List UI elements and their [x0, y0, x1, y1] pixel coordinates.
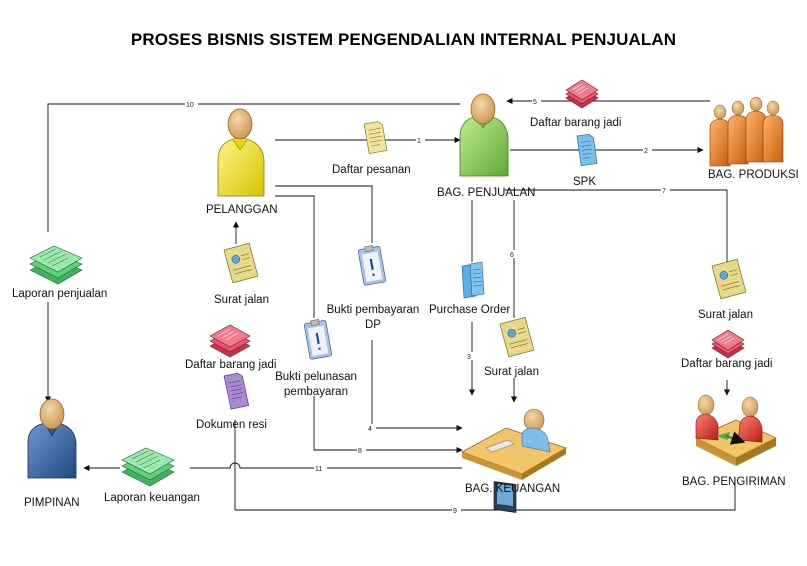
produksi-group-icon	[709, 96, 784, 167]
daftar-pesanan-doc-icon	[363, 121, 388, 154]
label-daftar-barang-jadi-right: Daftar barang jadi	[681, 358, 773, 370]
flow-10-line	[47, 103, 460, 232]
daftar-barang-jadi-top-doc-icon	[565, 79, 599, 109]
flow-num-2: 2	[644, 148, 648, 155]
label-pimpinan: PIMPINAN	[24, 497, 80, 509]
diagram-title: PROSES BISNIS SISTEM PENGENDALIAN INTERN…	[130, 30, 677, 49]
flow-pelunasan-line-a	[275, 195, 315, 318]
keuangan-workstation-icon	[461, 408, 567, 513]
penjualan-person-icon	[459, 93, 509, 177]
flow-num-11: 11	[315, 466, 322, 473]
flow-num-4: 4	[368, 426, 372, 433]
label-bag-produksi: BAG. PRODUKSI	[708, 169, 799, 181]
label-spk: SPK	[573, 176, 597, 188]
label-bukti-pelunasan: Bukti pelunasan	[275, 371, 357, 383]
flow-num-9: 9	[453, 508, 457, 515]
pimpinan-person-icon	[27, 398, 77, 479]
pelanggan-person-icon	[217, 108, 265, 197]
flow-num-6: 6	[510, 252, 514, 259]
label-pelanggan: PELANGGAN	[206, 204, 278, 216]
flow-num-1: 1	[417, 138, 421, 145]
label-bag-penjualan: BAG. PENJUALAN	[437, 187, 536, 199]
bukti-pelunasan-doc-icon	[303, 319, 332, 360]
purchase-order-doc-icon	[461, 261, 485, 299]
laporan-penjualan-doc-icon	[29, 245, 83, 285]
flow-numbers: 1 2 3 4 5 6 7 8 9 10 11	[185, 97, 670, 515]
flow-4-line	[371, 340, 463, 432]
surat-jalan-right-doc-icon	[711, 258, 747, 300]
label-surat-jalan-mid: Surat jalan	[484, 366, 539, 378]
flow-8-line	[313, 396, 463, 454]
flow-9-line	[234, 420, 736, 511]
daftar-barang-jadi-right-doc-icon	[711, 329, 745, 359]
flow-num-7: 7	[662, 188, 666, 195]
flow-num-5: 5	[533, 99, 537, 106]
bukti-pembayaran-dp-doc-icon	[357, 245, 386, 286]
label-bukti-pembayaran: Bukti pembayaran	[326, 304, 420, 316]
dokumen-resi-doc-icon	[223, 372, 250, 410]
label-daftar-barang-jadi-left: Daftar barang jadi	[185, 359, 277, 371]
label-laporan-penjualan: Laporan penjualan	[12, 288, 108, 300]
flow-dp-line-a	[275, 185, 373, 243]
label-purchase-order: Purchase Order	[429, 304, 511, 316]
surat-jalan-left-doc-icon	[223, 242, 259, 284]
surat-jalan-mid-doc-icon	[499, 316, 535, 358]
label-surat-jalan-right: Surat jalan	[698, 309, 753, 321]
label-bukti-pelunasan-pembayaran: pembayaran	[284, 386, 348, 398]
label-bukti-pembayaran-dp: DP	[365, 319, 381, 331]
pengiriman-meeting-icon	[695, 394, 777, 466]
label-laporan-keuangan: Laporan keuangan	[104, 492, 200, 504]
flow-num-3: 3	[467, 354, 471, 361]
label-surat-jalan-left: Surat jalan	[214, 294, 269, 306]
daftar-barang-jadi-left-doc-icon	[209, 324, 251, 358]
flow-num-8: 8	[358, 448, 362, 455]
laporan-keuangan-doc-icon	[121, 447, 175, 487]
spk-doc-icon	[576, 133, 598, 167]
label-bag-keuangan: BAG. KEUANGAN	[465, 483, 561, 495]
label-daftar-pesanan: Daftar pesanan	[332, 164, 411, 176]
flow-num-10: 10	[186, 102, 194, 109]
label-dokumen-resi: Dokumen resi	[196, 419, 267, 431]
label-daftar-barang-jadi-top: Daftar barang jadi	[530, 117, 622, 129]
flow-7-line	[505, 189, 728, 262]
label-bag-pengiriman: BAG. PENGIRIMAN	[682, 476, 786, 488]
